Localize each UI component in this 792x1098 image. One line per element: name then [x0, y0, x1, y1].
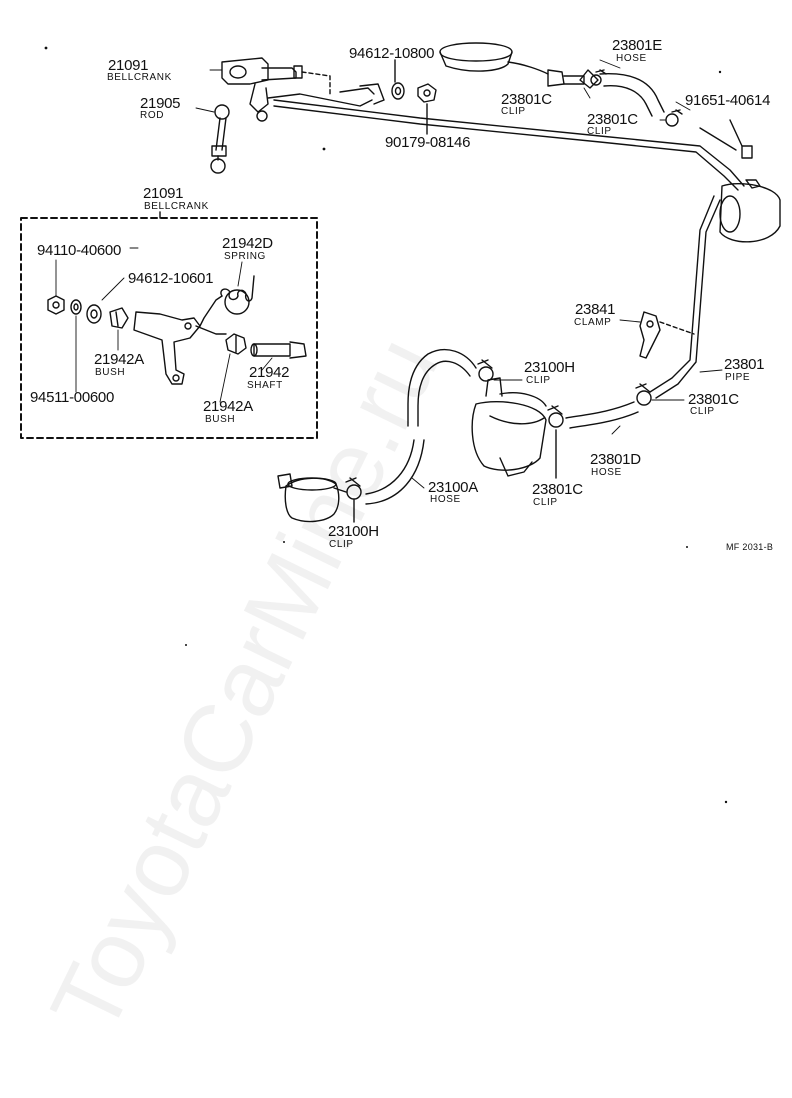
- part-number-washer-94511: 94511-00600: [30, 389, 115, 406]
- part-number-washer-top: 94612-10800: [349, 45, 435, 62]
- rod-drawing: [210, 104, 230, 174]
- washer-top-drawing: [391, 82, 405, 100]
- inset-washer-large-drawing: [86, 304, 102, 324]
- part-number-nut-94110: 94110-40600: [37, 242, 122, 259]
- part-number-spring: 21942D: [222, 235, 273, 252]
- nut-top-drawing: [417, 83, 437, 103]
- clamp-drawing: [639, 311, 695, 359]
- part-number-bush-a2: 21942A: [203, 398, 253, 415]
- scan-specks: [44, 46, 728, 804]
- part-name-hose-e: HOSE: [616, 53, 647, 64]
- clip-c4-drawing: [547, 405, 564, 479]
- part-number-hose-e: 23801E: [612, 37, 662, 54]
- leader-lines: [55, 59, 723, 489]
- part-name-bush-a1: BUSH: [95, 367, 126, 378]
- inset-nut-drawing: [47, 295, 65, 315]
- inset-washer-small-drawing: [70, 299, 82, 315]
- diagram-code: MF 2031-B: [726, 542, 774, 552]
- part-number-hose-d: 23801D: [590, 451, 641, 468]
- part-name-bush-a2: BUSH: [205, 414, 236, 425]
- part-number-clip-c4: 23801C: [532, 481, 583, 498]
- part-name-shaft: SHAFT: [247, 380, 283, 391]
- inset-bush-drawing: [109, 307, 129, 329]
- part-number-bush-a1: 21942A: [94, 351, 144, 368]
- hose-a-upper-drawing: [407, 349, 477, 427]
- tank-fitting-drawing: [439, 42, 585, 87]
- part-name-bellcrank-inset: BELLCRANK: [144, 201, 209, 212]
- hose-a-drawing: [365, 439, 425, 505]
- part-name-hose-a: HOSE: [430, 494, 461, 505]
- part-name-bellcrank-top: BELLCRANK: [107, 72, 172, 83]
- part-name-spring: SPRING: [224, 251, 266, 262]
- inline-filter-drawing: [277, 473, 347, 523]
- hose-d-drawing: [565, 401, 639, 429]
- clip-c3-drawing: [635, 383, 652, 406]
- part-number-hose-a: 23100A: [428, 479, 478, 496]
- fuel-pump-drawing: [471, 377, 547, 477]
- part-name-clip-c4: CLIP: [533, 497, 558, 508]
- part-number-clip-c2: 23801C: [587, 111, 638, 128]
- part-number-pipe: 23801: [724, 356, 765, 373]
- inset-bush-2-drawing: [225, 333, 247, 355]
- part-name-pipe: PIPE: [725, 372, 751, 383]
- part-number-bellcrank-top: 21091: [108, 57, 149, 74]
- part-number-washer-94612: 94612-10601: [128, 270, 214, 287]
- inset-dashed-box: [20, 217, 318, 439]
- bolt-91651-drawing: [699, 119, 753, 159]
- part-number-clip-h1: 23100H: [524, 359, 575, 376]
- part-name-clip-h1: CLIP: [526, 375, 551, 386]
- inset-bellcrank-drawing: [133, 311, 227, 385]
- part-name-clip-h2: CLIP: [329, 539, 354, 550]
- clip-h2-drawing: [345, 477, 362, 523]
- pipe-23801-drawing: [649, 195, 721, 399]
- part-name-clip-c2: CLIP: [587, 126, 612, 137]
- hose-e-drawing: [579, 69, 665, 117]
- inset-spring-drawing: [199, 275, 255, 327]
- clip-h1-drawing: [477, 359, 494, 382]
- part-name-rod: ROD: [140, 110, 165, 121]
- part-number-bellcrank-inset: 21091: [143, 185, 184, 202]
- fuel-filter-drawing: [719, 179, 781, 243]
- part-number-nut-top: 90179-08146: [385, 134, 471, 151]
- part-number-clip-h2: 23100H: [328, 523, 379, 540]
- part-name-hose-d: HOSE: [591, 467, 622, 478]
- part-name-clamp: CLAMP: [574, 317, 612, 328]
- part-number-bolt: 91651-40614: [685, 92, 771, 109]
- pipe-top-drawing: [273, 99, 745, 191]
- part-number-clip-c3: 23801C: [688, 391, 739, 408]
- part-number-clamp: 23841: [575, 301, 616, 318]
- part-number-clip-c1: 23801C: [501, 91, 552, 108]
- part-name-clip-c1: CLIP: [501, 106, 526, 117]
- clip-c2-drawing: [665, 109, 683, 127]
- part-number-rod: 21905: [140, 95, 181, 112]
- part-name-clip-c3: CLIP: [690, 406, 715, 417]
- part-number-shaft: 21942: [249, 364, 290, 381]
- inset-shaft-drawing: [250, 341, 307, 359]
- bellcrank-top-drawing: [221, 57, 385, 122]
